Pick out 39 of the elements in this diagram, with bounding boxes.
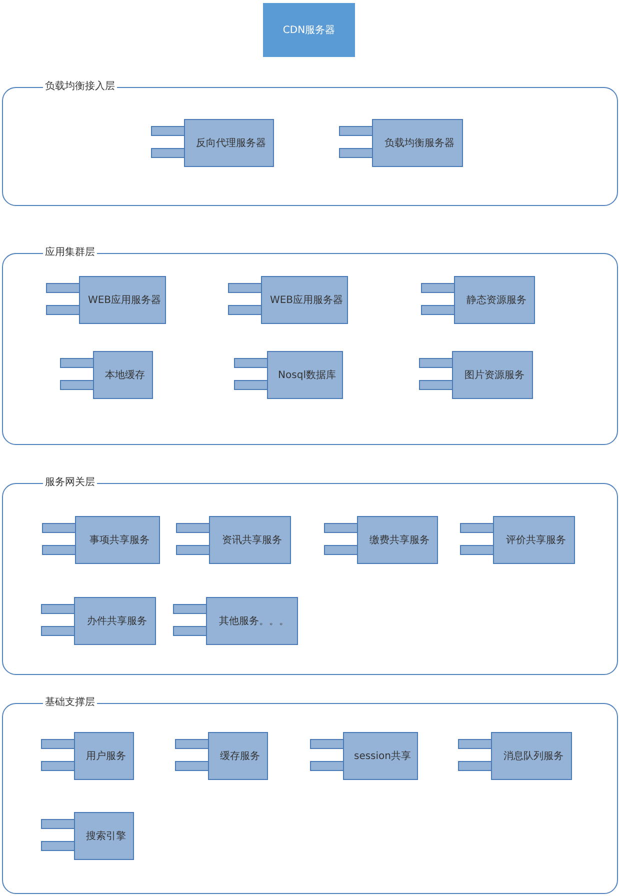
component-label: 其他服务。。。 [219,614,289,628]
component-box [41,732,134,780]
component-box [175,732,268,780]
component-label: 本地缓存 [105,368,145,382]
component-label: 静态资源服务 [466,294,526,307]
component-label: 缴费共享服务 [370,534,430,547]
component-box [339,119,463,167]
component-label: session共享 [354,750,412,763]
component-label: 消息队列服务 [504,750,564,763]
component-label: 图片资源服务 [464,368,524,382]
component-label: WEB应用服务器 [88,294,162,307]
component-box [46,276,166,324]
component-box [460,516,575,564]
component-box [458,732,572,780]
component-label: 办件共享服务 [87,614,147,628]
component-label: 用户服务 [86,750,126,763]
component-label: 反向代理服务器 [196,137,266,150]
server-box: CDN服务器 [263,3,355,57]
component-box [60,351,153,399]
component-box [324,516,438,564]
component-box [234,351,343,399]
component-label: WEB应用服务器 [270,294,344,307]
component-label: 事项共享服务 [90,534,150,547]
component-box [310,732,418,780]
component-box [173,597,298,645]
component-box [176,516,291,564]
component-box [151,119,274,167]
component-label: 评价共享服务 [506,534,566,547]
component-label: 负载均衡服务器 [384,136,454,150]
component-label: 搜索引擎 [86,830,126,843]
component-box [421,276,535,324]
component-label: 资讯共享服务 [222,534,282,547]
component-box [42,516,160,564]
component-box [419,351,533,399]
component-box [41,812,134,860]
component-label: Nosql数据库 [278,368,336,382]
component-box [228,276,348,324]
component-box [41,597,156,645]
component-label: 缓存服务 [220,750,260,763]
